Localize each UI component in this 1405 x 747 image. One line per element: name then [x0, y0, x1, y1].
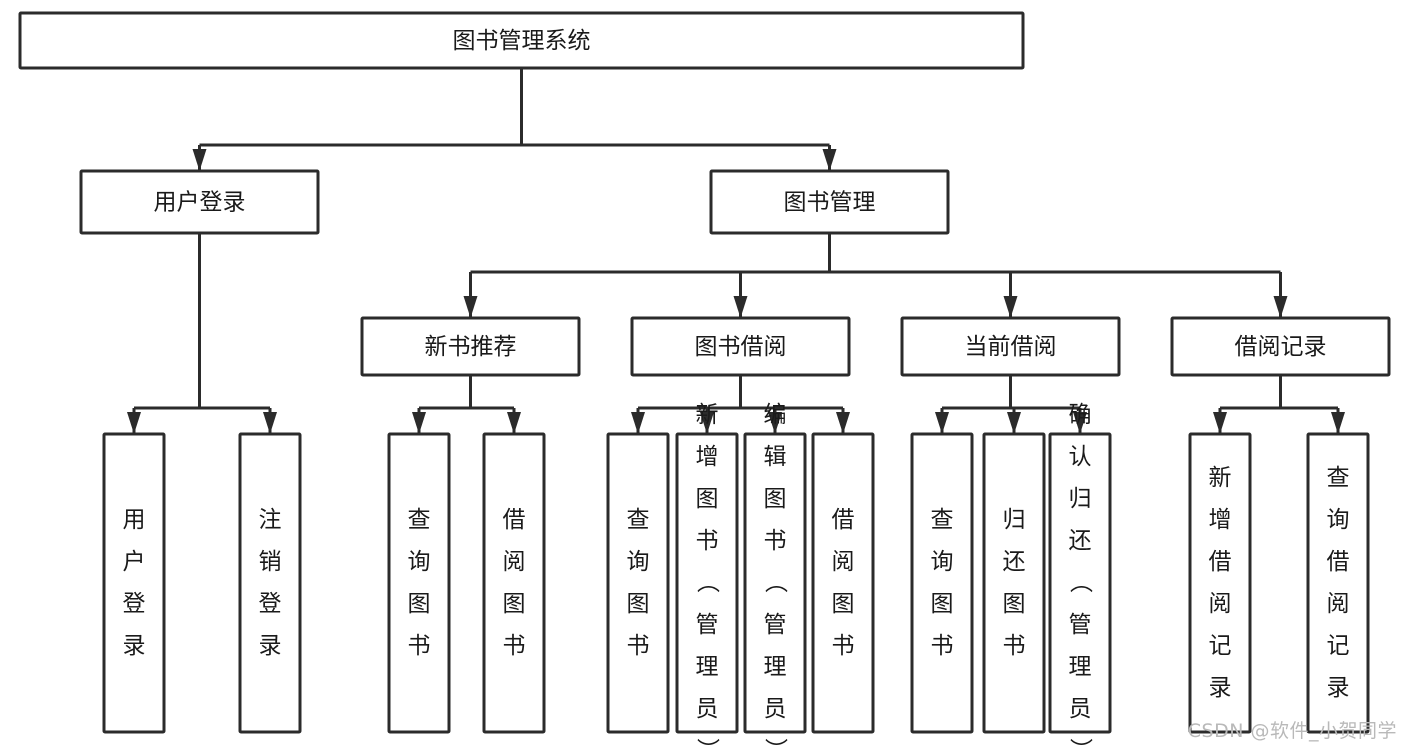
node-tier3-2[interactable]: 当前借阅 — [900, 316, 1121, 377]
node-leaf-1-box[interactable] — [238, 432, 302, 734]
node-leaf-5[interactable]: 新增图书（管理员） — [675, 402, 739, 747]
node-tier2-0[interactable]: 用户登录 — [79, 169, 320, 235]
node-leaf-8-label: 查询图书 — [931, 507, 954, 659]
node-tier3-1-label: 图书借阅 — [695, 334, 787, 360]
node-tier2-1[interactable]: 图书管理 — [709, 169, 950, 235]
node-leaf-0[interactable]: 用户登录 — [102, 432, 166, 734]
node-leaf-11[interactable]: 新增借阅记录 — [1188, 432, 1252, 734]
node-root-label: 图书管理系统 — [453, 28, 591, 54]
connector-layer — [127, 68, 1345, 434]
node-tier3-3-label: 借阅记录 — [1235, 334, 1327, 360]
node-tier3-3-box[interactable] — [1170, 316, 1391, 377]
node-leaf-2-box[interactable] — [387, 432, 451, 734]
node-leaf-9-box[interactable] — [982, 432, 1046, 734]
node-leaf-3-label: 借阅图书 — [503, 507, 526, 659]
node-tier3-1-box[interactable] — [630, 316, 851, 377]
node-tier3-1[interactable]: 图书借阅 — [630, 316, 851, 377]
node-leaf-6-label: 编辑图书（管理员） — [764, 402, 789, 747]
node-leaf-12-label: 查询借阅记录 — [1327, 465, 1350, 701]
node-leaf-2-label: 查询图书 — [408, 507, 431, 659]
node-leaf-10-label: 确认归还（管理员） — [1069, 402, 1094, 747]
node-leaf-5-box[interactable] — [675, 432, 739, 734]
node-tier3-2-box[interactable] — [900, 316, 1121, 377]
node-leaf-4-box[interactable] — [606, 432, 670, 734]
node-tier2-0-box[interactable] — [79, 169, 320, 235]
node-leaf-7-box[interactable] — [811, 432, 875, 734]
node-tier3-0-box[interactable] — [360, 316, 581, 377]
node-tier2-1-label: 图书管理 — [784, 190, 876, 216]
node-leaf-8[interactable]: 查询图书 — [910, 432, 974, 734]
node-leaf-5-label: 新增图书（管理员） — [696, 402, 721, 747]
node-root-box[interactable] — [18, 11, 1025, 70]
node-leaf-4[interactable]: 查询图书 — [606, 432, 670, 734]
node-tier3-0-label: 新书推荐 — [425, 334, 517, 360]
node-leaf-6[interactable]: 编辑图书（管理员） — [743, 402, 807, 747]
node-leaf-4-label: 查询图书 — [627, 507, 650, 659]
node-leaf-3[interactable]: 借阅图书 — [482, 432, 546, 734]
node-leaf-0-label: 用户登录 — [123, 507, 146, 659]
node-leaf-7-label: 借阅图书 — [832, 507, 855, 659]
node-tier2-1-box[interactable] — [709, 169, 950, 235]
node-leaf-7[interactable]: 借阅图书 — [811, 432, 875, 734]
node-leaf-9[interactable]: 归还图书 — [982, 432, 1046, 734]
node-layer: 图书管理系统用户登录图书管理新书推荐图书借阅当前借阅借阅记录用户登录注销登录查询… — [18, 11, 1391, 747]
node-tier2-0-label: 用户登录 — [154, 190, 246, 216]
node-leaf-9-label: 归还图书 — [1003, 507, 1026, 659]
node-leaf-1[interactable]: 注销登录 — [238, 432, 302, 734]
node-leaf-10[interactable]: 确认归还（管理员） — [1048, 402, 1112, 747]
node-tier3-0[interactable]: 新书推荐 — [360, 316, 581, 377]
node-leaf-0-box[interactable] — [102, 432, 166, 734]
node-leaf-8-box[interactable] — [910, 432, 974, 734]
node-tier3-3[interactable]: 借阅记录 — [1170, 316, 1391, 377]
node-leaf-3-box[interactable] — [482, 432, 546, 734]
node-tier3-2-label: 当前借阅 — [965, 334, 1057, 360]
node-leaf-6-box[interactable] — [743, 432, 807, 734]
node-root[interactable]: 图书管理系统 — [18, 11, 1025, 70]
node-leaf-1-label: 注销登录 — [259, 507, 282, 659]
node-leaf-11-box[interactable] — [1188, 432, 1252, 734]
node-leaf-10-box[interactable] — [1048, 432, 1112, 734]
node-leaf-12[interactable]: 查询借阅记录 — [1306, 432, 1370, 734]
node-leaf-11-label: 新增借阅记录 — [1209, 465, 1232, 701]
node-leaf-12-box[interactable] — [1306, 432, 1370, 734]
node-leaf-2[interactable]: 查询图书 — [387, 432, 451, 734]
